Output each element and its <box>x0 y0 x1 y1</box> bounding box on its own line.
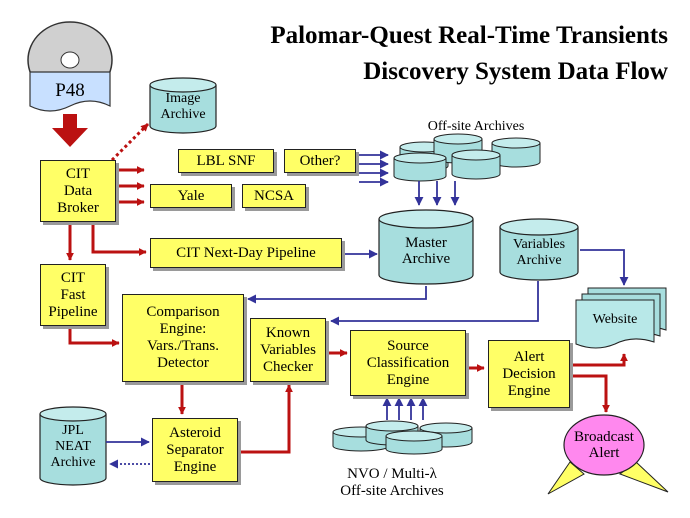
diagram-title-line-2: Discovery System Data Flow <box>363 58 668 85</box>
website-document-stack <box>575 287 667 349</box>
ncsa-box: NCSA <box>242 184 306 208</box>
nvo-archives-label: NVO / Multi-λ Off-site Archives <box>340 466 444 499</box>
alert-to-website-arrow <box>571 353 628 367</box>
offsite-archives-label: Off-site Archives <box>427 119 525 134</box>
lbl-snf-box: LBL SNF <box>178 149 274 173</box>
alert-to-broadcast-arrow <box>571 374 610 413</box>
comparison-engine-box: Comparison Engine: Vars./Trans. Detector <box>122 294 244 382</box>
alert-decision-engine-box: Alert Decision Engine <box>488 340 570 408</box>
variables-to-website-arrow <box>580 249 629 286</box>
broker-to-image-archive-arrow <box>110 122 150 162</box>
variables-to-known-arrow <box>330 281 539 326</box>
nvo-archive-cylinders <box>332 420 473 455</box>
fast-pipeline-to-comparison-arrow <box>68 328 120 347</box>
p48-to-broker-arrow <box>52 114 88 147</box>
broadcast-alert-label: Broadcast Alert <box>574 429 634 461</box>
image-archive-cylinder <box>149 77 217 134</box>
master-to-comparison-arrow <box>247 286 427 304</box>
website-label: Website <box>592 312 638 327</box>
asteroid-separator-engine-box: Asteroid Separator Engine <box>152 418 238 482</box>
master-archive-cylinder <box>378 209 474 285</box>
p48-label: P48 <box>55 80 85 101</box>
other-box: Other? <box>284 149 356 173</box>
offsite-archive-cylinders <box>393 133 541 182</box>
cit-fast-pipeline-box: CIT Fast Pipeline <box>40 264 106 326</box>
broker-to-next-day-arrow <box>91 222 147 256</box>
asteroid-to-known-variables-arrow <box>239 384 293 454</box>
image-archive-label: Image Archive <box>160 91 206 122</box>
variables-archive-cylinder <box>499 218 579 281</box>
source-classification-engine-box: Source Classification Engine <box>350 330 466 396</box>
broadcast-alert-burst <box>547 414 669 495</box>
known-variables-checker-box: Known Variables Checker <box>250 318 326 382</box>
yale-box: Yale <box>150 184 232 208</box>
diagram-title-line-1: Palomar-Quest Real-Time Transients <box>270 22 668 49</box>
master-archive-label: Master Archive <box>401 235 451 267</box>
jpl-neat-archive-cylinder <box>39 406 107 486</box>
cit-data-broker-box: CIT Data Broker <box>40 160 116 222</box>
jpl-neat-archive-label: JPL NEAT Archive <box>50 423 96 470</box>
p48-telescope-icon <box>27 21 113 112</box>
cit-next-day-pipeline-box: CIT Next-Day Pipeline <box>150 238 342 268</box>
variables-archive-label: Variables Archive <box>512 237 566 268</box>
